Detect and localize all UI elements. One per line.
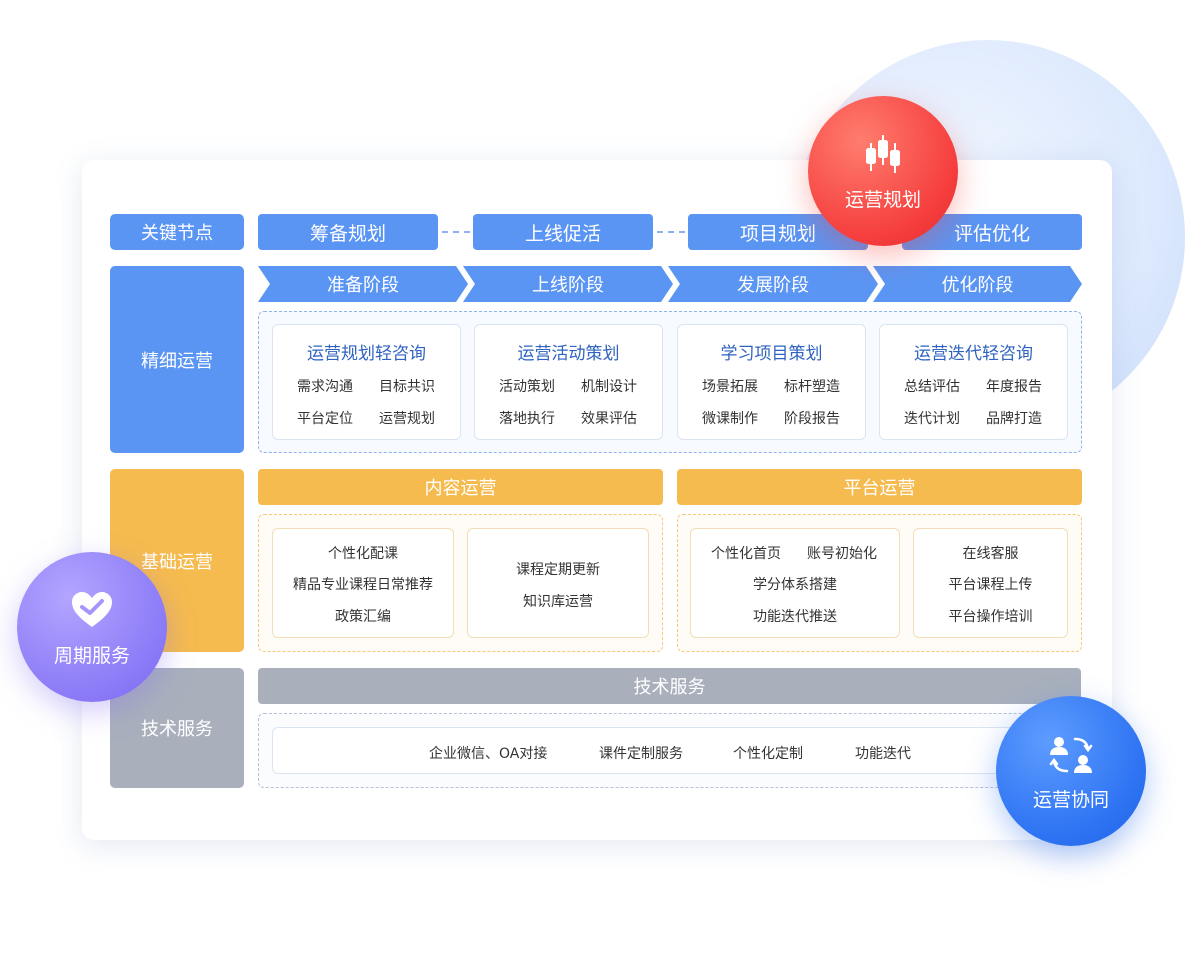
tech-card: 企业微信、OA对接 课件定制服务 个性化定制 功能迭代 xyxy=(272,727,1067,774)
card-item: 效果评估 xyxy=(581,411,637,427)
platform-card-1: 个性化首页 账号初始化 学分体系搭建 功能迭代推送 xyxy=(690,528,900,638)
content-card-1: 个性化配课 精品专业课程日常推荐 政策汇编 xyxy=(272,528,454,638)
card-item: 政策汇编 xyxy=(335,609,391,625)
candlestick-icon xyxy=(866,134,900,173)
card-item: 学分体系搭建 xyxy=(753,577,837,593)
card-item: 标杆塑造 xyxy=(784,379,840,395)
card-item: 个性化配课 xyxy=(328,546,398,562)
badge-label: 周期服务 xyxy=(53,644,130,667)
card-item: 平台定位 xyxy=(297,411,353,427)
badge-cycle-service: 周期服务 xyxy=(17,552,167,702)
badge-ops-planning: 运营规划 xyxy=(808,96,958,246)
row-label-key-nodes: 关键节点 xyxy=(110,214,244,250)
card-item: 精品专业课程日常推荐 xyxy=(293,577,433,593)
key-node-1: 筹备规划 xyxy=(258,214,438,250)
fine-ops-card-4: 运营迭代轻咨询 总结评估 年度报告 迭代计划 品牌打造 xyxy=(879,324,1068,440)
platform-card-2: 在线客服 平台课程上传 平台操作培训 xyxy=(913,528,1068,638)
badge-label: 运营协同 xyxy=(1032,788,1109,811)
card-title: 运营规划轻咨询 xyxy=(307,344,426,364)
key-node-2: 上线促活 xyxy=(473,214,653,250)
users-swap-icon xyxy=(1049,736,1093,773)
card-item: 目标共识 xyxy=(379,379,435,395)
card-title: 运营迭代轻咨询 xyxy=(914,344,1033,364)
card-item: 知识库运营 xyxy=(523,594,593,610)
fine-ops-card-3: 学习项目策划 场景拓展 标杆塑造 微课制作 阶段报告 xyxy=(677,324,866,440)
tech-item: 个性化定制 xyxy=(733,746,803,762)
badge-label: 运营规划 xyxy=(844,188,921,211)
card-item: 功能迭代推送 xyxy=(753,609,837,625)
row-label-fine-ops: 精细运营 xyxy=(110,266,244,453)
card-item: 平台课程上传 xyxy=(948,577,1033,593)
card-item: 需求沟通 xyxy=(297,379,353,395)
badge-ops-collab: 运营协同 xyxy=(996,696,1146,846)
fine-ops-card-1: 运营规划轻咨询 需求沟通 目标共识 平台定位 运营规划 xyxy=(272,324,461,440)
card-item: 机制设计 xyxy=(581,379,637,395)
platform-ops-bar: 平台运营 xyxy=(677,469,1082,505)
heart-icon xyxy=(72,591,112,627)
card-title: 运营活动策划 xyxy=(517,344,620,364)
card-item: 阶段报告 xyxy=(784,411,840,427)
card-item: 品牌打造 xyxy=(986,411,1042,427)
tech-item: 功能迭代 xyxy=(855,746,911,762)
card-item: 活动策划 xyxy=(499,379,555,395)
card-item: 个性化首页 xyxy=(711,546,781,562)
card-item: 账号初始化 xyxy=(807,546,877,562)
card-item: 课程定期更新 xyxy=(516,562,600,578)
stage-arrow-3: 发展阶段 xyxy=(668,266,878,302)
dashed-connector xyxy=(442,231,470,233)
content-ops-bar: 内容运营 xyxy=(258,469,663,505)
card-item: 微课制作 xyxy=(702,411,758,427)
fine-ops-card-2: 运营活动策划 活动策划 机制设计 落地执行 效果评估 xyxy=(474,324,663,440)
card-item: 平台操作培训 xyxy=(948,609,1033,625)
card-item: 场景拓展 xyxy=(702,379,758,395)
card-item: 落地执行 xyxy=(499,411,555,427)
tech-item: 课件定制服务 xyxy=(599,746,683,762)
stage-arrow-4: 优化阶段 xyxy=(873,266,1082,302)
card-item: 迭代计划 xyxy=(904,411,960,427)
card-item: 运营规划 xyxy=(379,411,435,427)
card-item: 总结评估 xyxy=(904,379,960,395)
card-item: 年度报告 xyxy=(986,379,1042,395)
stage-arrow-2: 上线阶段 xyxy=(463,266,673,302)
stage-arrow-1: 准备阶段 xyxy=(258,266,468,302)
tech-item: 企业微信、OA对接 xyxy=(429,746,548,762)
tech-services-bar: 技术服务 xyxy=(258,668,1081,704)
content-card-2: 课程定期更新 知识库运营 xyxy=(467,528,649,638)
card-title: 学习项目策划 xyxy=(720,344,823,364)
card-item: 在线客服 xyxy=(962,546,1019,562)
dashed-connector xyxy=(657,231,685,233)
